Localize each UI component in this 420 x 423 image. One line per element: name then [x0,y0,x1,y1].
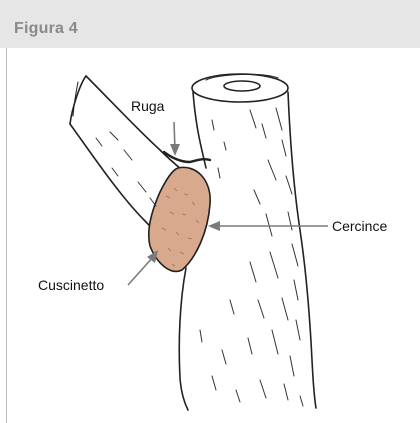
label-cuscinetto: Cuscinetto [38,277,104,293]
label-ruga: Ruga [131,98,165,114]
bark-hatching [96,108,303,406]
branch-collar [149,167,210,271]
label-cercince: Cercince [332,218,387,234]
